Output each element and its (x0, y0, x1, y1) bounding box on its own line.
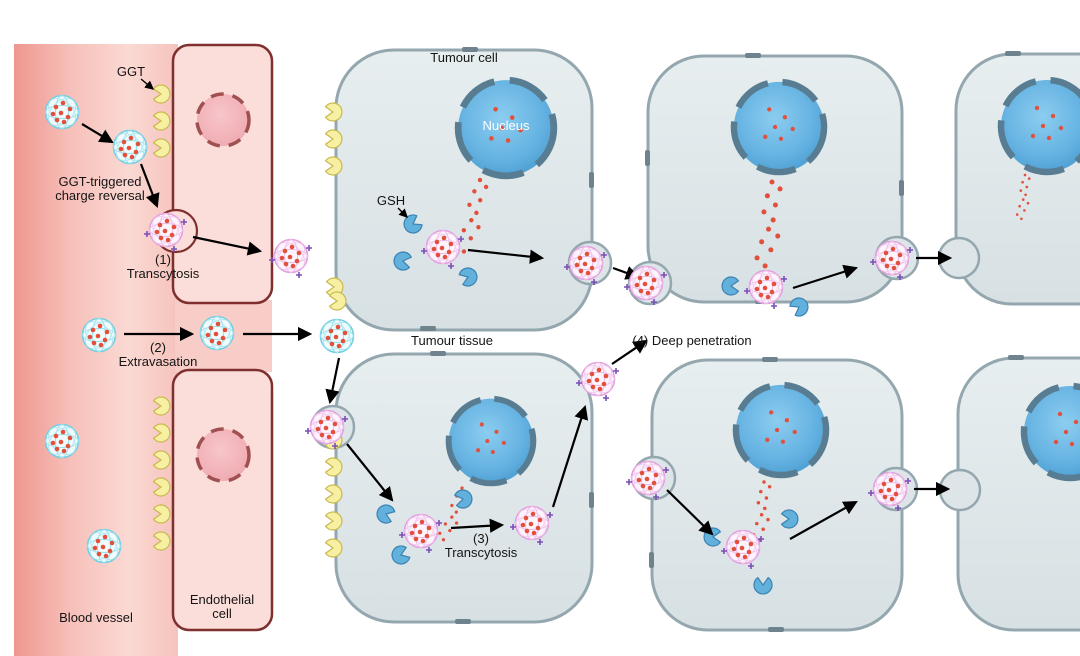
nucleus (449, 399, 534, 484)
ggt-pointer-arrow (140, 78, 155, 90)
flow-arrow (792, 264, 859, 290)
flow-arrow (139, 163, 160, 209)
step3-label: Transcytosis (445, 545, 518, 560)
endothelial-cell-bottom (171, 368, 274, 632)
tumour-cell-2 (334, 352, 594, 624)
gsh-pointer-arrow (397, 207, 408, 218)
nucleus (734, 82, 824, 172)
ggt-label: GGT (117, 64, 145, 79)
endothelial-cell-top (171, 43, 274, 305)
tumour-tissue-label: Tumour tissue (411, 333, 493, 348)
flow-arrows (81, 78, 953, 540)
endothelial-nucleus (195, 92, 251, 148)
step2-number: (2) (150, 340, 166, 355)
step3-number: (3) (473, 531, 489, 546)
nuclei: Nucleus (449, 80, 1080, 483)
endothelial-nucleus (195, 427, 251, 483)
flow-arrow (611, 339, 648, 365)
tumour-cell-1 (334, 48, 594, 332)
flow-arrow (666, 489, 714, 536)
step4-label: (4) Deep penetration (632, 333, 751, 348)
flow-arrow (467, 248, 545, 264)
charge-reversal-label-line1: GGT-triggered (58, 174, 141, 189)
blood-vessel-label: Blood vessel (59, 610, 133, 625)
flow-arrow (325, 357, 341, 405)
step1-number: (1) (155, 252, 171, 267)
labels: GGT GGT-triggered charge reversal (1) Tr… (55, 50, 751, 625)
tumour-cell-label: Tumour cell (430, 50, 498, 65)
flow-arrow (192, 235, 263, 256)
step2-label: Extravasation (119, 354, 198, 369)
nucleus-label: Nucleus (483, 118, 530, 133)
charge-reversal-label-line2: charge reversal (55, 188, 145, 203)
endothelial-cell-label-line2: cell (212, 606, 232, 621)
nucleus (736, 385, 826, 475)
endothelial-cell-label-line1: Endothelial (190, 592, 254, 607)
flow-arrow (551, 404, 589, 508)
gsh-label: GSH (377, 193, 405, 208)
tumour-cell-3 (646, 54, 904, 304)
step1-label: Transcytosis (127, 266, 200, 281)
flow-arrow (81, 123, 114, 144)
flow-arrow (450, 518, 505, 533)
flow-arrow (789, 500, 858, 540)
flow-arrow (346, 443, 394, 502)
